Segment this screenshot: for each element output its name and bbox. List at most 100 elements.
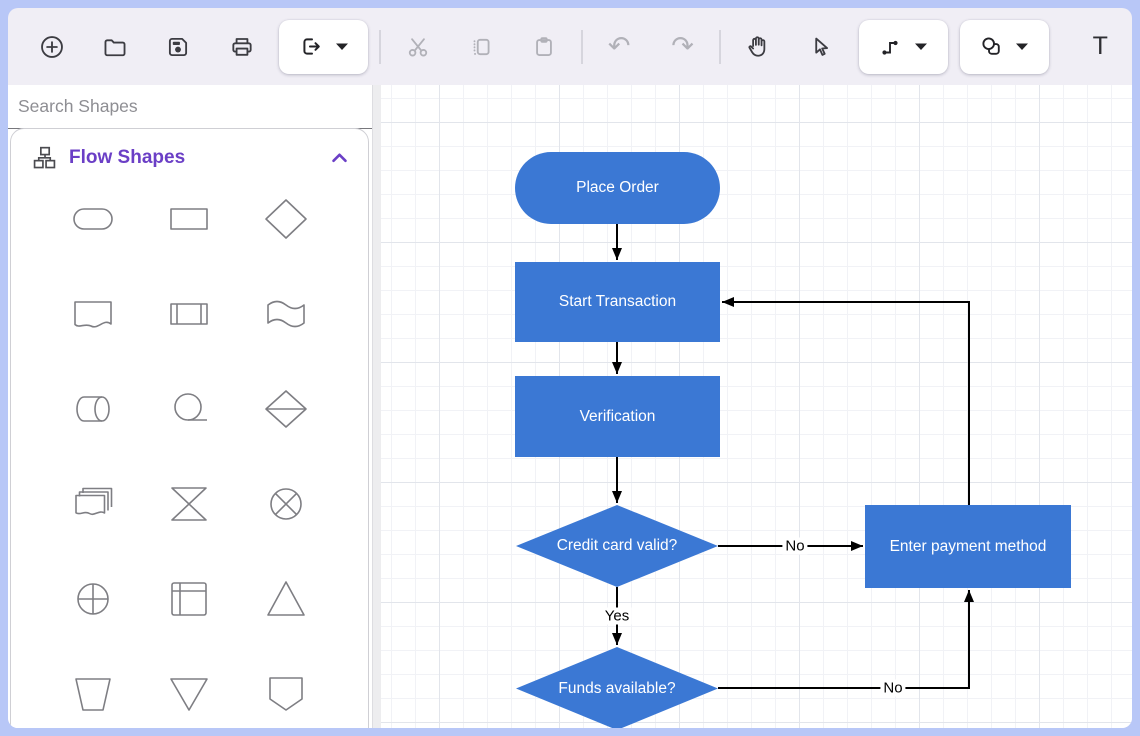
shape-multi-document[interactable] [68,480,118,528]
panel-title: Flow Shapes [69,146,186,168]
toolbar-divider [581,29,583,64]
edge-label-no: No [880,679,906,697]
clipboard-icon [536,36,553,56]
hand-icon [748,36,766,57]
flow-shapes-header[interactable]: Flow Shapes [11,129,368,175]
paste-button[interactable] [513,20,576,74]
printer-icon [232,37,252,56]
export-button[interactable] [279,19,369,74]
flowchart-edges [612,224,974,689]
merge-icon [170,678,209,711]
search-row [8,85,372,129]
text-tool-button[interactable]: T [1069,20,1132,74]
shape-sort[interactable] [261,385,311,433]
shape-document[interactable] [68,290,118,338]
shape-internal-storage[interactable] [164,575,214,623]
node-credit-card-valid[interactable]: Credit card valid? [516,505,718,587]
node-label: Enter payment method [889,537,1047,555]
text-icon: T [1092,32,1108,60]
node-label: Verification [579,407,656,425]
diagram-canvas[interactable]: Place Order Start Transaction Verificati… [381,85,1132,728]
punched-tape-icon [267,300,305,328]
edge-funds-available-to-enter-payment[interactable] [718,590,974,689]
new-button[interactable] [20,20,83,74]
node-start-transaction[interactable]: Start Transaction [515,262,720,342]
shape-icon [982,37,1000,55]
shape-manual-operation[interactable] [68,670,118,718]
node-label: Funds available? [558,679,676,697]
shape-grid [11,175,368,718]
scissors-icon [408,37,427,56]
shape-merge[interactable] [164,670,214,718]
folder-icon [104,38,126,56]
node-label: Place Order [576,179,659,196]
sequential-storage-icon [174,393,208,421]
direct-access-storage-icon [76,396,110,422]
node-enter-payment-method[interactable]: Enter payment method [865,505,1071,588]
shape-extract[interactable] [261,575,311,623]
shape-process[interactable] [164,195,214,243]
shape-off-page-connector[interactable] [261,670,311,718]
plus-circle-icon [40,35,63,58]
chevron-up-icon[interactable] [331,152,348,163]
summing-junction-icon [270,488,302,520]
node-place-order[interactable]: Place Order [515,152,720,224]
decision-icon [265,199,307,239]
shape-direct-access-storage[interactable] [68,385,118,433]
connector-icon [881,40,898,55]
shape-sequential-storage[interactable] [164,385,214,433]
shape-predefined-process[interactable] [164,290,214,338]
chevron-down-icon [914,43,927,50]
save-icon [169,37,188,56]
sort-icon [265,390,307,428]
edge-enter-payment-to-start-transaction[interactable] [722,297,970,505]
decision-shape [516,647,718,728]
toolbar-divider [719,29,721,64]
process-icon [170,208,209,230]
toolbar: ↶ ↷ [8,8,1132,85]
undo-button[interactable]: ↶ [588,20,651,74]
flow-shapes-panel: Flow Shapes [10,128,369,728]
shape-or[interactable] [68,575,118,623]
extract-icon [267,581,305,616]
internal-storage-icon [171,582,208,616]
open-button[interactable] [83,20,146,74]
print-button[interactable] [210,20,273,74]
shape-summing-junction[interactable] [261,480,311,528]
shape-decision[interactable] [261,195,311,243]
chevron-down-icon [1016,43,1029,50]
collate-icon [171,487,208,521]
shape-punched-tape[interactable] [261,290,311,338]
org-chart-icon [33,146,56,169]
node-label: Start Transaction [558,293,677,310]
cursor-icon [815,37,828,56]
save-button[interactable] [147,20,210,74]
export-icon [303,38,320,55]
manual-operation-icon [75,678,111,711]
redo-button[interactable]: ↷ [651,20,714,74]
shape-tool-button[interactable] [959,19,1049,74]
chevron-down-icon [335,43,348,50]
predefined-process-icon [170,303,209,325]
toolbar-divider [379,29,381,64]
node-verification[interactable]: Verification [515,376,720,457]
search-shapes-input[interactable] [8,96,372,117]
undo-icon: ↶ [607,31,631,61]
document-icon [74,301,112,328]
app-window: ↶ ↷ [8,8,1132,728]
copy-button[interactable] [449,20,512,74]
node-label: Credit card valid? [556,537,678,554]
select-button[interactable] [789,20,852,74]
cut-button[interactable] [386,20,449,74]
node-funds-available[interactable]: Funds available? [516,647,718,728]
shape-collate[interactable] [164,480,214,528]
edge-label-yes: Yes [601,607,633,625]
or-icon [77,583,109,615]
redo-icon: ↷ [671,31,694,61]
shape-terminator[interactable] [68,195,118,243]
connector-tool-button[interactable] [858,19,948,74]
main-area: Flow Shapes [8,85,1132,728]
pan-button[interactable] [726,20,789,74]
sidebar-scrollbar-gutter[interactable] [372,85,381,728]
